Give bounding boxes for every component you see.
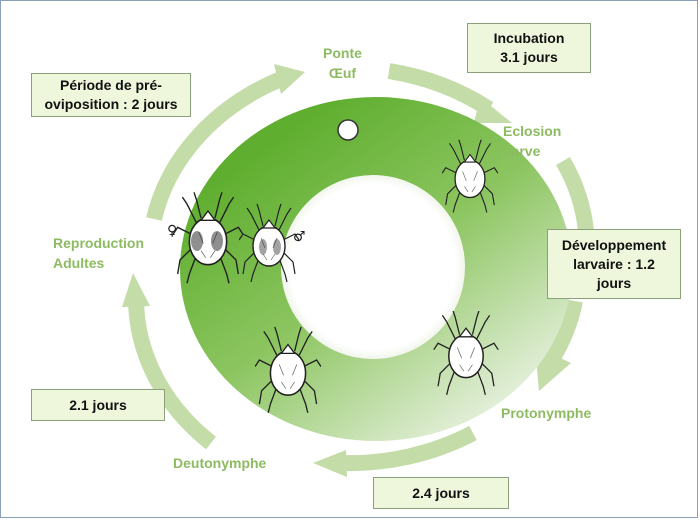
arrowhead bbox=[274, 64, 305, 94]
duration-line: Incubation bbox=[493, 30, 565, 46]
arrow-eclosion-to-development bbox=[556, 156, 594, 232]
arrowhead bbox=[313, 450, 347, 477]
duration-line: oviposition : 2 jours bbox=[44, 96, 178, 112]
duration-line: 2.4 jours bbox=[412, 484, 470, 501]
duration-box-incubation: Incubation 3.1 jours bbox=[467, 23, 591, 73]
arrow-protonymphe-to-deutonymphe bbox=[338, 425, 477, 472]
arrowhead bbox=[122, 273, 150, 307]
duration-line: Période de pré- bbox=[60, 77, 162, 93]
stage-deutonymphe-label: Deutonymphe bbox=[173, 455, 267, 471]
arrowhead bbox=[474, 97, 512, 123]
stage-protonymphe: Protonymphe bbox=[501, 403, 591, 423]
stage-eclosion: Eclosion Larve bbox=[503, 121, 561, 161]
duration-box-preoviposition: Période de pré- oviposition : 2 jours bbox=[31, 73, 191, 117]
stage-reproduction-label: Reproduction bbox=[53, 235, 144, 251]
duration-line: larvaire : 1.2 bbox=[573, 255, 655, 272]
duration-line: 3.1 jours bbox=[500, 49, 558, 65]
mite-spot bbox=[259, 239, 267, 255]
duration-line: 2.1 jours bbox=[69, 396, 127, 413]
stage-larve-label: Larve bbox=[503, 143, 541, 159]
duration-line: jours bbox=[596, 274, 632, 291]
duration-box-protonymphe: 2.4 jours bbox=[373, 477, 509, 509]
stage-ponte: Ponte Œuf bbox=[323, 43, 362, 83]
stage-oeuf-label: Œuf bbox=[328, 65, 357, 81]
arrow-deutonymphe-to-reproduction bbox=[128, 298, 216, 450]
mite-spot bbox=[273, 239, 281, 255]
stage-deutonymphe: Deutonymphe bbox=[173, 453, 266, 473]
duration-line: Développement bbox=[561, 236, 667, 253]
stage-protonymphe-label: Protonymphe bbox=[501, 405, 592, 421]
stage-ponte-label: Ponte bbox=[323, 45, 362, 61]
stage-adultes-label: Adultes bbox=[53, 255, 105, 271]
stage-eclosion-label: Eclosion bbox=[503, 123, 562, 139]
male-symbol: ♂ bbox=[293, 229, 306, 245]
duration-box-deutonymphe: 2.1 jours bbox=[31, 389, 165, 421]
female-symbol: ♀ bbox=[167, 223, 177, 239]
arrow-reproduction-to-ponte bbox=[146, 71, 285, 221]
cycle-arrows bbox=[122, 63, 594, 477]
mite-spot bbox=[211, 231, 223, 251]
egg-icon bbox=[337, 119, 359, 141]
duration-box-developpement: Développement larvaire : 1.2 jours bbox=[547, 229, 681, 299]
stage-reproduction: Reproduction Adultes bbox=[53, 233, 144, 273]
mite-spot bbox=[191, 231, 203, 251]
